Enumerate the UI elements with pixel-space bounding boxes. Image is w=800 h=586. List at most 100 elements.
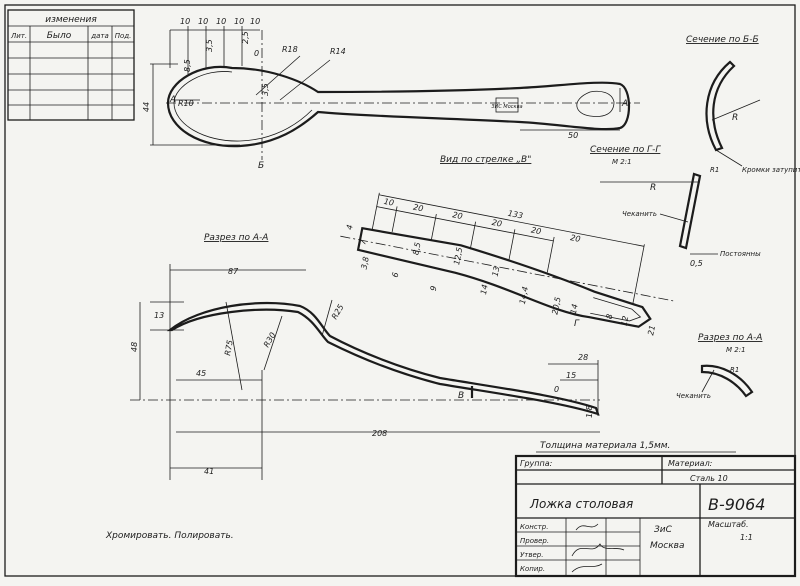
- section-gg: Сечение по Г-Г М 2:1 R R1 Чеканить Посто…: [590, 145, 761, 268]
- aa-dim-41: 41: [204, 467, 214, 476]
- handle-dim-7: 7: [358, 238, 368, 246]
- handle-dim-205: 20,5: [550, 296, 562, 315]
- top-dim-1: 10: [180, 17, 190, 26]
- title-block: Группа: Материал: Сталь 10 Ложка столова…: [514, 454, 797, 578]
- role-approver: Утвер.: [520, 551, 543, 559]
- scale-label: Масштаб.: [708, 520, 749, 529]
- role-copier: Копир.: [520, 565, 545, 573]
- top-dim-2: 10: [198, 17, 208, 26]
- section-gg-title: Сечение по Г-Г: [590, 145, 661, 155]
- handle-dim-8: 8: [605, 313, 615, 320]
- aa-dim-13: 13: [154, 311, 164, 320]
- handle-dim-20e: 20: [569, 233, 581, 244]
- aa-dim-r75: R75: [223, 339, 235, 356]
- aa-dim-15: 15: [566, 371, 576, 380]
- section-a-right: А: [621, 99, 628, 109]
- finish-note: Хромировать. Полировать.: [105, 531, 234, 541]
- section-bb: Сечение по Б-Б R Кромки затупить: [686, 35, 800, 174]
- section-aa: Разрез по А-А 87 13 48 R75 R30 R25 45 20…: [130, 233, 600, 480]
- handle-dim-14b: 14: [569, 303, 580, 315]
- section-aa-title: Разрез по А-А: [204, 233, 268, 243]
- section-gg-r1: R1: [710, 166, 719, 174]
- material-value: Сталь 10: [690, 474, 728, 483]
- top-dim-5: 10: [250, 17, 260, 26]
- revision-title: изменения: [45, 15, 97, 25]
- aa-dim-18: 1,8: [585, 405, 594, 418]
- section-gg-emboss: Чеканить: [622, 210, 657, 218]
- aa-detail-scale: М 2:1: [726, 346, 746, 354]
- aa-detail-title: Разрез по А-А: [698, 333, 762, 343]
- handle-dim-20a: 20: [412, 203, 424, 214]
- aa-dim-87: 87: [228, 267, 239, 276]
- group-label: Группа:: [520, 459, 553, 468]
- handle-dim-85: 8,5: [411, 242, 422, 256]
- aa-dim-48: 48: [130, 342, 139, 352]
- handle-dim-20b: 20: [452, 210, 464, 221]
- part-number: В-9064: [708, 495, 765, 514]
- handle-dim-9: 9: [429, 285, 439, 292]
- org-city: Москва: [650, 541, 684, 551]
- handle-dim-13: 13: [491, 266, 502, 278]
- top-dim-4: 10: [234, 17, 244, 26]
- top-dim-50: 50: [568, 131, 578, 140]
- aa-detail-r1: R1: [730, 366, 739, 374]
- signature-3: [571, 563, 603, 573]
- aa-dim-45: 45: [196, 369, 206, 378]
- handle-g-letter: Г: [574, 319, 580, 329]
- top-dim-25: 2,5: [241, 31, 250, 44]
- view-b-title: Вид по стрелке „В": [440, 155, 531, 165]
- handle-side-view: 133 10 20 20 20 20 20 4 7 3,8 8,5 6 9 12…: [340, 192, 675, 336]
- signature-1: [575, 523, 599, 531]
- handle-dim-133: 133: [507, 209, 524, 221]
- handle-dim-14a: 14: [479, 284, 490, 296]
- aa-dim-r30: R30: [262, 331, 278, 349]
- aa-dim-0: 0: [554, 385, 559, 394]
- role-constructor: Констр.: [520, 523, 548, 531]
- handle-dim-21: 21: [646, 324, 657, 336]
- aa-detail-emboss: Чеканить: [676, 392, 711, 400]
- section-gg-const: Постоянны: [720, 250, 761, 258]
- revision-table: изменения Лит. Было дата Под.: [7, 9, 135, 121]
- handle-dim-4: 4: [345, 224, 355, 231]
- aa-view-b-arrow-label: В: [458, 391, 464, 401]
- aa-dim-28: 28: [578, 353, 588, 362]
- section-gg-scale: М 2:1: [612, 158, 632, 166]
- aa-dim-208: 208: [372, 429, 387, 438]
- handle-dim-6: 6: [391, 272, 401, 279]
- handle-dim-12: 12: [620, 315, 631, 327]
- top-dim-35b: 3,5: [261, 83, 270, 96]
- rev-header-was: Было: [47, 31, 72, 41]
- top-dim-44: 44: [142, 102, 151, 112]
- section-a-left: А: [169, 95, 176, 105]
- handle-dim-10: 10: [383, 197, 395, 208]
- role-checker: Провер.: [520, 537, 549, 545]
- top-dim-r18: R18: [282, 45, 298, 54]
- signature-2: [571, 543, 625, 557]
- rev-header-lit: Лит.: [10, 32, 27, 40]
- top-dim-r10: R10: [178, 99, 194, 108]
- handle-dim-38: 3,8: [360, 256, 371, 270]
- section-aa-detail: Разрез по А-А М 2:1 R1 Чеканить: [676, 333, 762, 400]
- sheet-frame: [4, 4, 796, 577]
- spoon-top-view: 10 10 10 10 10 8,5 3,5 2,5 0 R18 R14 R10…: [142, 17, 640, 171]
- handle-dim-125: 12,5: [452, 247, 464, 266]
- handle-dim-20c: 20: [491, 218, 503, 229]
- scale-value: 1:1: [740, 533, 753, 542]
- aa-dim-r25: R25: [330, 303, 346, 321]
- section-bb-note: Кромки затупить: [742, 166, 800, 174]
- handle-dim-144: 14,4: [518, 286, 530, 305]
- material-thickness-note: Толщина материала 1,5мм.: [540, 441, 670, 451]
- section-bb-title: Сечение по Б-Б: [686, 35, 759, 45]
- rev-header-sign: Под.: [115, 32, 132, 40]
- section-gg-r: R: [650, 183, 656, 193]
- section-bb-radius: R: [732, 113, 738, 123]
- part-name: Ложка столовая: [529, 497, 633, 511]
- section-gg-dim: 0,5: [690, 259, 703, 268]
- top-dim-85: 8,5: [183, 59, 192, 72]
- top-dim-35: 3,5: [205, 39, 214, 52]
- org-name: ЗиС: [654, 525, 673, 535]
- stamp-mark: ЗИС Москва: [491, 104, 522, 110]
- top-dim-3: 10: [216, 17, 226, 26]
